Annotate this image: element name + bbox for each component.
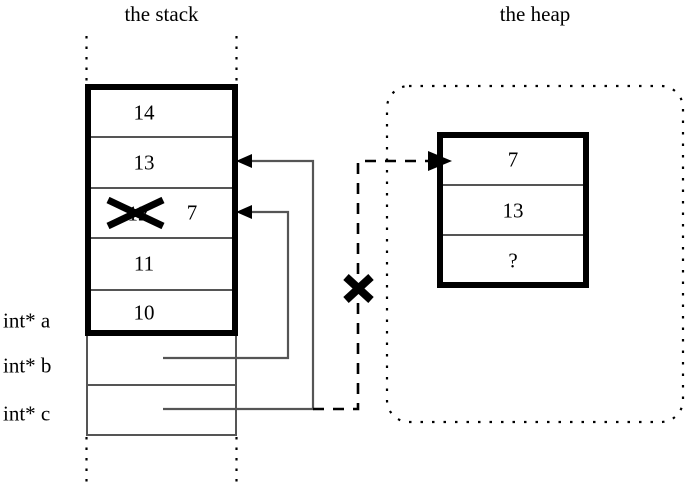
variable-label-b: int* b (3, 353, 52, 378)
stack-dotted-continuation-top (85, 36, 238, 85)
stack-cell-value-0: 14 (133, 100, 155, 125)
pointer-b-connector (163, 205, 290, 360)
strikethrough-x-icon (106, 196, 165, 230)
stack-cell-value-2-struck: 12 (127, 201, 149, 226)
stack-title: the stack (124, 2, 199, 26)
heap-cell-value-0: 7 (507, 147, 519, 172)
heap-allocated-block (437, 132, 589, 288)
stack-cell-value-4: 10 (133, 300, 155, 325)
heap-title: the heap (499, 2, 571, 26)
variable-label-c: int* c (3, 401, 51, 426)
pointer-c-connector (163, 154, 315, 411)
stack-cell-value-3: 11 (133, 251, 155, 276)
stack-cell-value-1: 13 (133, 150, 155, 175)
stale-pointer-dashed-connector (313, 151, 452, 411)
variable-label-a: int* a (3, 308, 51, 333)
stack-pointer-box (86, 332, 237, 436)
heap-cell-value-1: 13 (502, 198, 524, 223)
heap-cell-value-2: ? (508, 248, 518, 273)
stack-cell-value-2-new: 7 (186, 200, 198, 225)
cancel-x-icon (343, 274, 374, 303)
stack-array-box (85, 84, 238, 336)
stack-dotted-continuation-bottom (85, 437, 238, 487)
